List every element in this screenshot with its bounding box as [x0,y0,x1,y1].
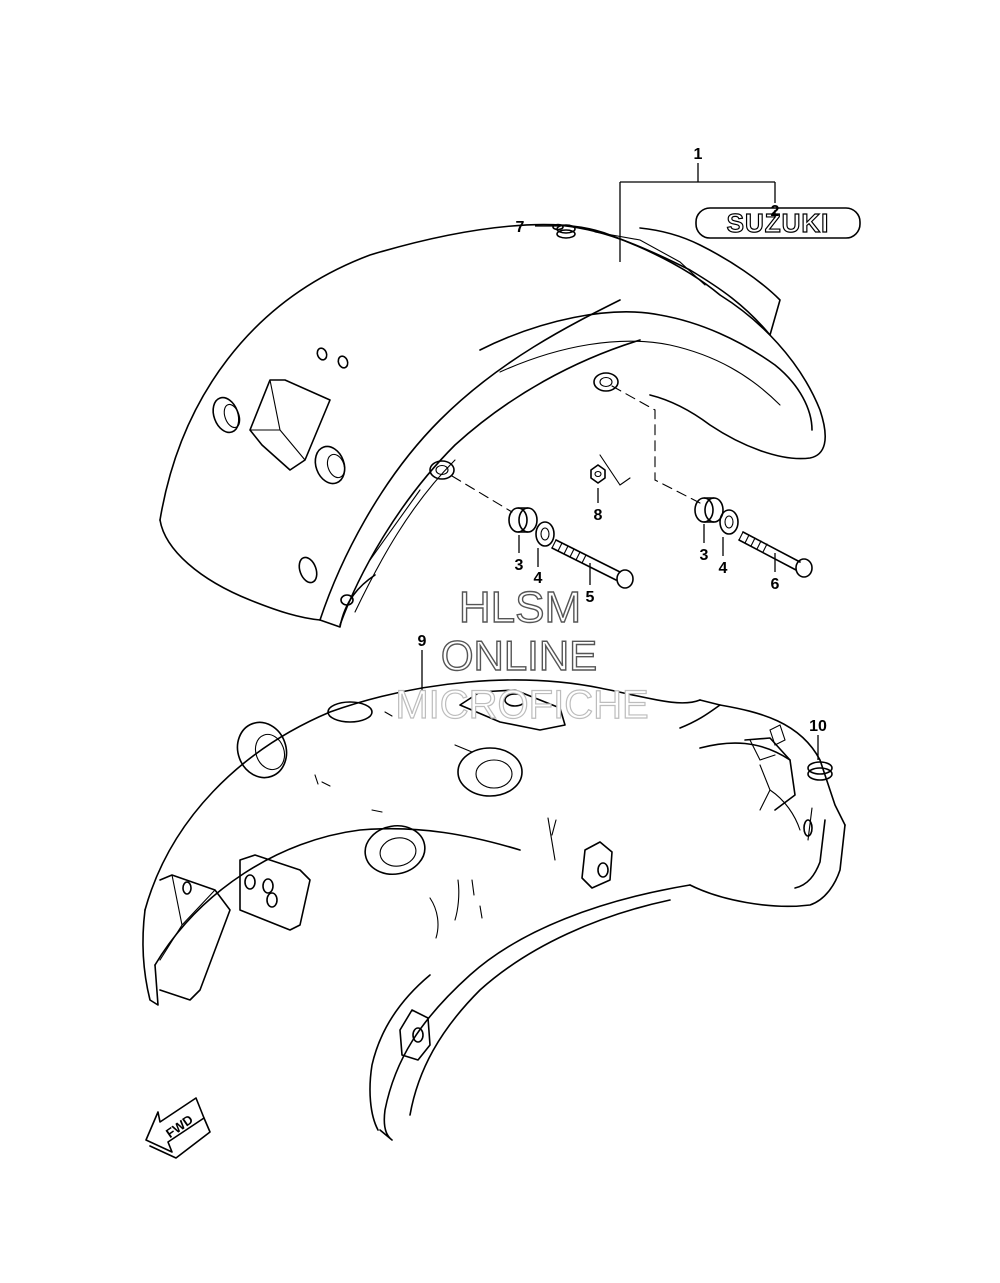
inner-fender-lower[interactable] [142,679,846,1141]
suzuki-emblem[interactable]: SUZUKI [695,207,861,239]
callout-1: 1 [694,146,703,163]
callout-labels: 1 2 3 4 5 6 7 8 3 4 9 10 [418,146,827,735]
callout-9: 9 [418,633,427,650]
callout-3-left: 3 [515,557,524,574]
callout-7: 7 [516,219,525,236]
watermark-line1: HLSM [459,583,581,632]
assembly-lines [451,385,701,513]
callout-10: 10 [809,718,827,735]
emblem-text: SUZUKI [727,208,830,238]
callout-4-left: 4 [534,570,543,587]
nut-part-8[interactable] [590,464,606,484]
fwd-arrow: FWD [145,1097,211,1159]
washer-part-4-right[interactable] [719,509,739,535]
rear-fender-upper[interactable] [159,223,826,628]
watermark: HLSM ONLINE MICROFICHE [395,582,650,727]
callout-6: 6 [771,576,780,593]
bolt-part-5[interactable] [551,539,634,589]
callout-4-right: 4 [719,560,728,577]
clip-part-7[interactable] [556,224,576,239]
watermark-line3: MICROFICHE [395,683,648,727]
callout-5: 5 [586,589,595,606]
callout-3-right: 3 [700,547,709,564]
leader-lines [421,163,819,760]
callout-2: 2 [771,203,780,220]
bolt-part-6[interactable] [738,531,813,578]
watermark-line2: ONLINE [441,632,597,679]
washer-part-4-left[interactable] [535,521,555,547]
grommet-part-10[interactable] [807,761,833,781]
spacer-part-3-left[interactable] [508,507,538,533]
spacer-part-3-right[interactable] [694,497,724,523]
callout-8: 8 [594,507,603,524]
